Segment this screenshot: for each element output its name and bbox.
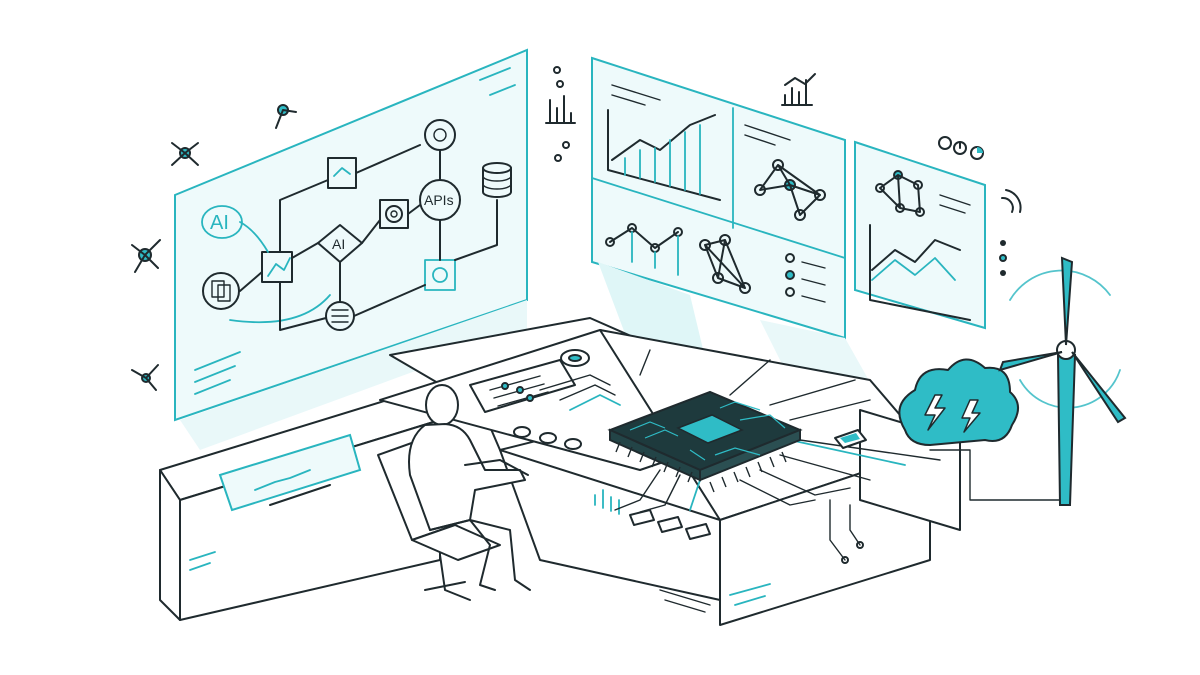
network-graph-icon — [131, 364, 159, 391]
circuit-traces — [539, 349, 1061, 564]
database-icon — [482, 162, 512, 198]
bar-chart-icon — [594, 489, 620, 515]
cloud-lightning-icon — [898, 358, 1019, 446]
dial-control[interactable] — [560, 349, 590, 367]
network-graph-icon — [744, 124, 826, 221]
apis-node-label: APIs — [424, 192, 454, 208]
ai-badge: AI — [201, 205, 243, 239]
line-chart-icon — [607, 84, 721, 201]
network-graph-icon — [131, 239, 161, 273]
network-graph-icon — [275, 104, 297, 129]
module-chip — [834, 429, 867, 449]
button-row[interactable] — [629, 509, 711, 540]
pie-chart-icon — [938, 136, 984, 160]
ai-badge-label: AI — [210, 212, 229, 234]
line-chart-icon — [781, 73, 816, 106]
bar-chart-icon — [545, 66, 576, 162]
workflow-screen: AI AI APIs — [174, 48, 528, 450]
knob-controls[interactable] — [513, 426, 582, 450]
network-graph-icon — [875, 170, 971, 217]
wind-turbine-icon — [998, 256, 1127, 506]
line-chart-icon — [869, 224, 971, 321]
network-graph-icon — [699, 234, 751, 294]
wifi-signal-icon — [999, 189, 1022, 276]
network-graph-icon — [171, 142, 199, 166]
trend-screen — [854, 140, 986, 330]
line-chart-icon — [605, 223, 683, 276]
slider-panel[interactable] — [469, 359, 576, 413]
microchip-icon — [607, 390, 803, 493]
person-icon — [408, 384, 531, 591]
ai-diamond-label: AI — [332, 236, 345, 252]
legend-dots — [785, 253, 826, 303]
workflow-diagram-icon — [261, 251, 293, 283]
